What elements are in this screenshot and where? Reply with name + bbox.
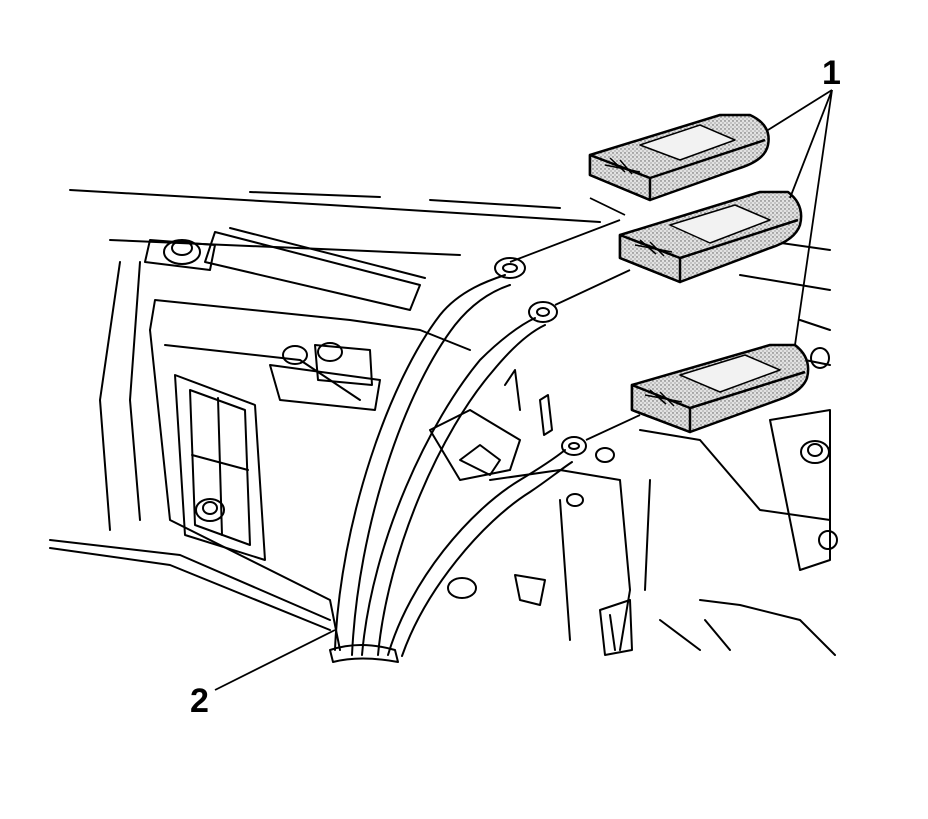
leader-2 (214, 629, 336, 691)
rear-panel-lines (69, 189, 831, 531)
terminal-cover-bottom (630, 343, 810, 434)
terminal-covers (588, 113, 810, 434)
leader-cover-top-to-terminal (509, 197, 626, 263)
base-edge-lower (49, 547, 331, 631)
right-bracket (639, 347, 838, 656)
cable-bundle (329, 257, 587, 663)
callout-1: 1 (822, 54, 841, 92)
leader-1-a (767, 89, 833, 131)
leader-1-b (789, 89, 833, 199)
upper-left-bolt (144, 239, 216, 271)
cover-plate (204, 227, 426, 311)
base-edge (49, 539, 331, 621)
terminal-cover-middle (618, 190, 803, 284)
leader-1-c (794, 89, 833, 346)
leader-lines (214, 89, 833, 691)
housing (149, 299, 471, 651)
terminal-cover-top (588, 113, 770, 202)
callout-2: 2 (190, 682, 209, 720)
leader-cover-bottom-to-terminal (585, 414, 641, 441)
leader-cover-middle-to-terminal (554, 269, 631, 306)
terminal-block (429, 369, 633, 656)
